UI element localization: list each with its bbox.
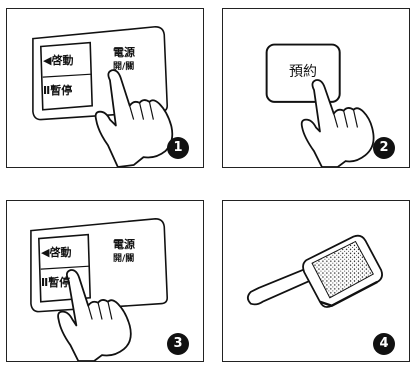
step-panel-1: ◀啓動 Ⅱ暫停 電源 開/關 1 [6,8,204,168]
power-button-sublabel: 開/關 [113,255,134,264]
power-button-sublabel: 開/關 [113,63,134,72]
step-number-badge: 2 [373,137,395,159]
step-number-badge: 4 [373,333,395,355]
pause-button-label: Ⅱ暫停 [43,85,72,96]
step-panel-4: 4 [222,200,410,362]
step-panel-3: ◀啓動 Ⅱ暫停 電源 開/關 3 [6,200,204,362]
step-number-badge: 1 [167,137,189,159]
step-number-badge: 3 [167,333,189,355]
step-panel-2: 預約 2 [222,8,410,168]
pause-button-label: Ⅱ暫停 [41,277,70,288]
power-button-label: 電源 [113,239,135,250]
detergent-scoop-icon [248,236,382,307]
power-button-label: 電源 [113,47,135,58]
reserve-button-label: 預約 [289,65,317,79]
start-button-label: ◀啓動 [43,55,73,66]
start-button-label: ◀啓動 [41,247,71,258]
